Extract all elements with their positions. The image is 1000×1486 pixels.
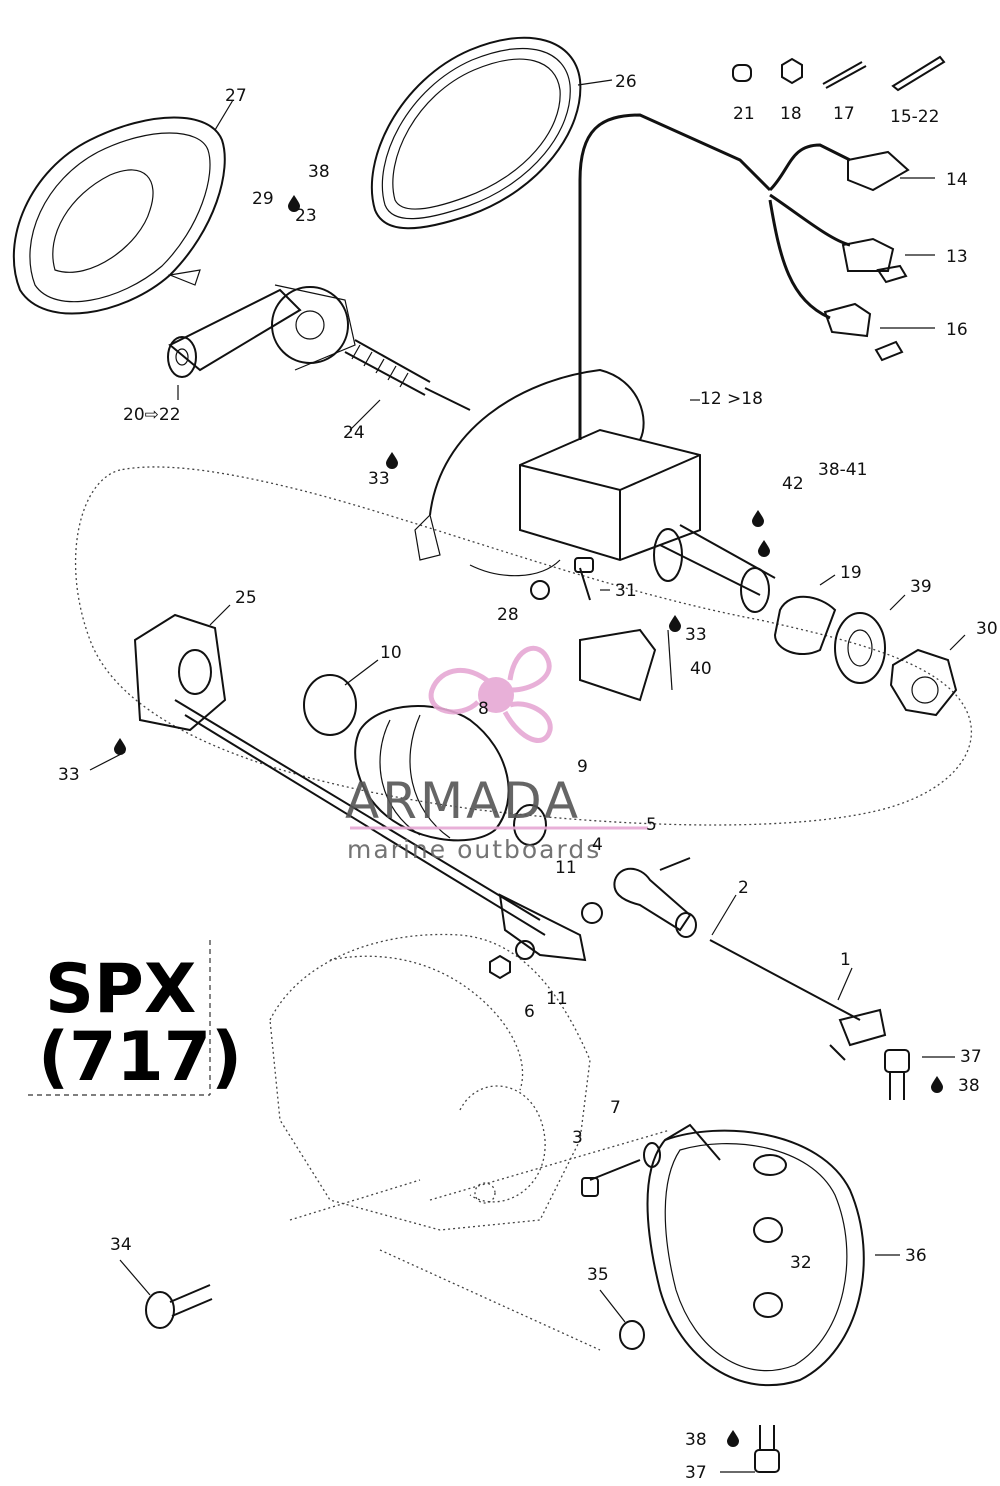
callout-38-41: 38-41 [818,460,867,480]
part-3-7 [581,1142,661,1197]
part-27-cover [12,116,226,315]
callout-19: 19 [840,563,862,583]
model-number: (717) [38,1018,242,1097]
callout-7: 7 [610,1098,621,1118]
part-36-housing [646,1123,865,1387]
model-name: SPX [45,950,196,1029]
part-12-module [414,368,701,577]
callout-24: 24 [343,423,365,443]
callout-31: 31 [615,581,637,601]
engine-outline [269,933,671,1351]
callout-33-mid: 33 [685,625,707,645]
callout-23: 23 [295,206,317,226]
hull-outline [74,466,972,826]
callout-20-22: 20⇨22 [123,405,181,425]
linkage [489,857,887,1061]
wire-harness [578,113,910,440]
callout-33-top: 33 [368,469,390,489]
propeller-logo [428,645,553,743]
callout-30: 30 [976,619,998,639]
callout-21: 21 [733,104,755,124]
callout-38-top: 38 [308,162,330,182]
watermark-brand: ARMADA [345,772,581,830]
callout-9: 9 [577,757,588,777]
callout-17: 17 [833,104,855,124]
callout-25: 25 [235,588,257,608]
leader-lines [89,79,966,1473]
callout-6: 6 [524,1002,535,1022]
callout-14: 14 [946,170,968,190]
part-26-gasket [370,36,582,230]
callout-5: 5 [646,815,657,835]
callout-3: 3 [572,1128,583,1148]
callout-36: 36 [905,1246,927,1266]
part-25-block [133,613,587,962]
callout-29: 29 [252,189,274,209]
callout-28: 28 [497,605,519,625]
shaft-assembly [653,524,958,717]
callout-32: 32 [790,1253,812,1273]
callout-12-18: 12 >18 [700,389,763,409]
callout-35: 35 [587,1265,609,1285]
callout-40: 40 [690,659,712,679]
callout-27: 27 [225,86,247,106]
callout-39: 39 [910,577,932,597]
callout-2: 2 [738,878,749,898]
callout-26: 26 [615,72,637,92]
callout-labels: 26 21 18 17 15-22 27 38 29 23 14 13 16 1… [58,72,998,1483]
oil-drops [114,195,943,1447]
callout-8: 8 [478,699,489,719]
callout-18: 18 [780,104,802,124]
watermark-tagline: marine outboards [347,835,601,864]
callout-38-bottom: 38 [685,1430,707,1450]
callout-37-bottom: 37 [685,1463,707,1483]
callout-10: 10 [380,643,402,663]
bolts-37 [754,1049,910,1473]
callout-16: 16 [946,320,968,340]
callout-15-22: 15-22 [890,107,939,127]
part-31-40 [530,557,657,702]
part-20-motor [167,284,356,378]
callout-13: 13 [946,247,968,267]
callout-42: 42 [782,474,804,494]
watermark: ARMADA marine outboards [345,645,648,864]
callout-11-lower: 11 [546,989,568,1009]
callout-4: 4 [592,835,603,855]
callout-1: 1 [840,950,851,970]
callout-37-upper: 37 [960,1047,982,1067]
part-24-worm [344,339,471,411]
small-hardware [732,55,946,92]
callout-11-upper: 11 [555,858,577,878]
callout-33-left: 33 [58,765,80,785]
callout-38-right: 38 [958,1076,980,1096]
model-badge: SPX (717) [28,940,242,1097]
part-34-35 [145,1284,645,1350]
callout-34: 34 [110,1235,132,1255]
